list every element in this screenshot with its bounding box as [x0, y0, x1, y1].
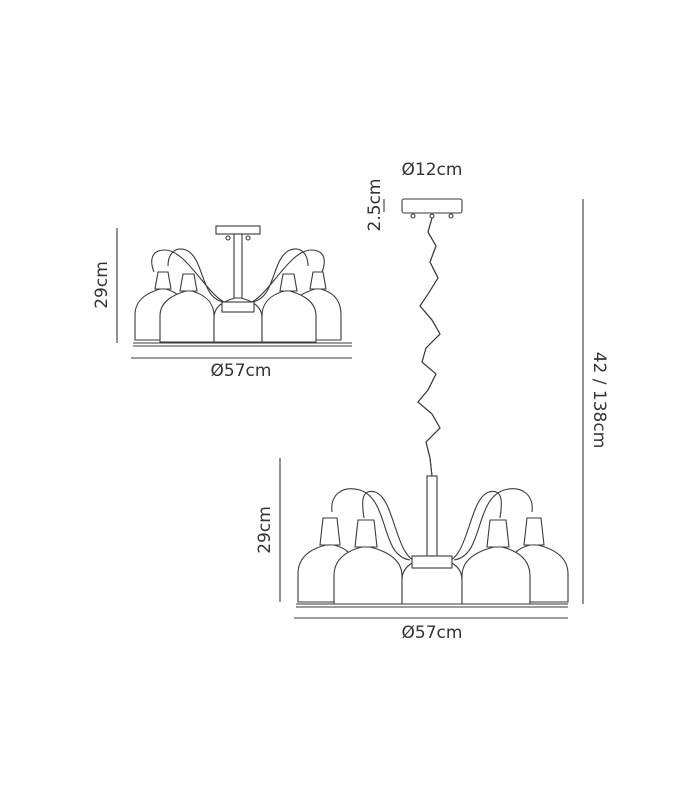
pendant-chain-inner	[417, 217, 441, 477]
pendant-light	[296, 198, 569, 608]
semi-flush-screw	[225, 235, 231, 241]
pendant-arm	[453, 488, 533, 561]
semi-flush-shade-cap	[279, 273, 298, 292]
pendant-stem	[426, 475, 438, 557]
pendant-shade-cap	[354, 519, 378, 548]
semi-flush-arm	[245, 249, 325, 305]
semi-flush-light	[133, 225, 352, 347]
pendant-canopy-diameter-label: Ø12cm	[402, 160, 463, 180]
pendant-arm	[445, 490, 502, 563]
pendant-hub	[411, 555, 453, 569]
pendant-shade-cap	[486, 519, 510, 548]
pendant-canopy-screw	[429, 213, 435, 219]
pendant-canopy-height-label: 2.5cm	[365, 179, 385, 232]
pendant-canopy-screw	[410, 213, 416, 219]
semi-flush-shade-cap	[179, 273, 198, 292]
pendant-shade	[461, 546, 531, 605]
semi-flush-width-label: Ø57cm	[211, 361, 272, 381]
semi-flush-shade-cap	[154, 271, 172, 290]
semi-flush-arm	[151, 249, 231, 305]
pendant-chain	[417, 217, 441, 477]
semi-flush-arm	[167, 248, 226, 303]
pendant-shade	[333, 546, 403, 605]
pendant-arm	[362, 490, 419, 563]
semi-flush-hub	[221, 301, 255, 313]
pendant-arm	[331, 488, 411, 561]
semi-flush-shade-cap	[309, 271, 327, 290]
semi-flush-screw	[245, 235, 251, 241]
pendant-height-label: 29cm	[255, 506, 275, 554]
semi-flush-ceiling-plate	[215, 225, 261, 235]
pendant-width-label: Ø57cm	[402, 623, 463, 643]
pendant-canopy	[401, 198, 463, 214]
pendant-drop-label: 42 / 138cm	[589, 352, 609, 449]
pendant-shade-cap	[523, 517, 545, 546]
semi-flush-height-label: 29cm	[92, 261, 112, 309]
pendant-shade-cap	[319, 517, 341, 546]
pendant-canopy-screw	[448, 213, 454, 219]
semi-flush-arm	[250, 248, 309, 303]
